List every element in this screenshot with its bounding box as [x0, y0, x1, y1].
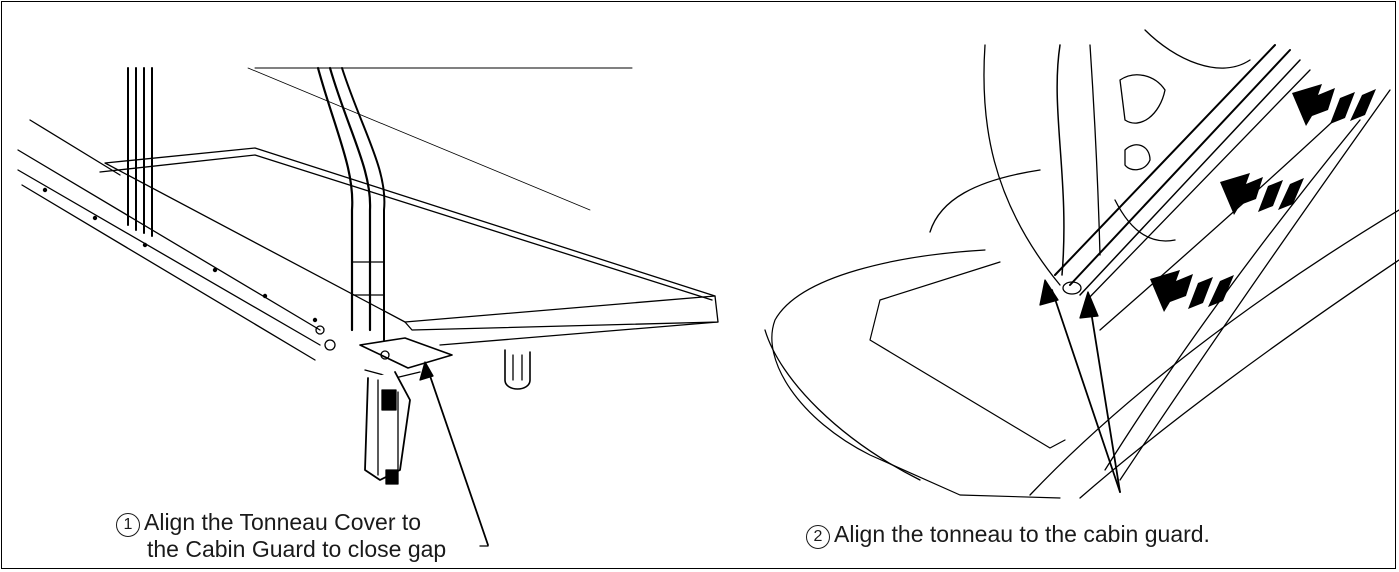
- step-2-text: Align the tonneau to the cabin guard.: [834, 521, 1210, 547]
- tonneau-cover-drawing: [17, 66, 719, 547]
- cabin-guard-closeup-drawing: [764, 29, 1399, 499]
- step-2-number: 2: [806, 525, 830, 549]
- step-1-text-line2: the Cabin Guard to close gap: [147, 536, 447, 562]
- step-1-caption-line2: the Cabin Guard to close gap: [147, 535, 446, 563]
- step-1-number: 1: [116, 513, 140, 537]
- step-1-text-line1: Align the Tonneau Cover to: [144, 509, 422, 535]
- push-arrows: [1150, 84, 1376, 312]
